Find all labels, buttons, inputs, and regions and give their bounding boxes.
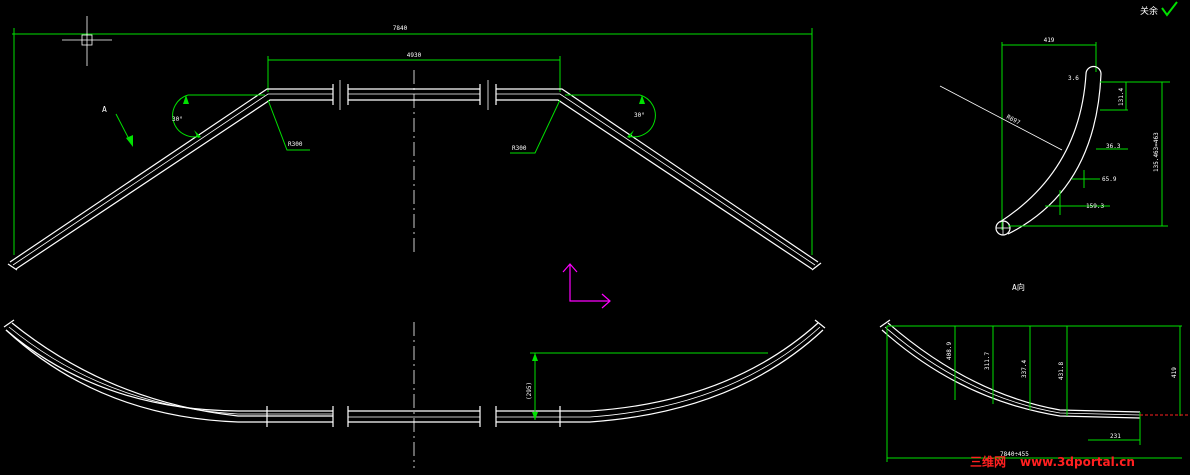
- dim-text-height: (295): [526, 382, 533, 400]
- bottom-view: (295): [3, 319, 826, 468]
- watermark-url: www.3dportal.cn: [1020, 455, 1135, 469]
- pipe-top-edge-right: [496, 88, 819, 263]
- dim-text-d4: 431.8: [1058, 362, 1065, 380]
- dim-text-d3: 337.4: [1021, 360, 1028, 378]
- ucs-axis-icon: [562, 263, 611, 309]
- radius-text-left: R300: [288, 141, 303, 148]
- dim-text-middle: 4930: [407, 52, 422, 59]
- angle-arc-left: [172, 94, 201, 138]
- dim-text-overall-height: 135.463=463: [1153, 132, 1160, 172]
- check-mark-icon: [1161, 1, 1178, 17]
- view-label-a: A向: [1012, 282, 1025, 292]
- angle-arc-right: [627, 94, 656, 138]
- pipe-bottom-edge-left: [15, 99, 333, 270]
- corner-annotation: 关余: [1140, 1, 1178, 17]
- dim-text-d2: 311.7: [984, 352, 991, 370]
- dim-text-v4: 65.9: [1102, 176, 1117, 183]
- dim-text-v5: 159.3: [1086, 203, 1104, 210]
- angle-text-right: 30°: [634, 112, 645, 119]
- pipe-top-edge-left: [9, 88, 333, 263]
- a-view: 408.9 311.7 337.4 431.8 419 231 7840÷455: [879, 319, 1190, 462]
- a-view-edge-top: [881, 329, 1141, 419]
- curve-edge-top-left: [5, 329, 333, 412]
- section-arc-inner: [1007, 73, 1102, 235]
- section-view: 419 R697 3.6 131.4 36.3 65.9 159.3 135.4…: [939, 37, 1170, 236]
- radius-text-right: R300: [512, 145, 527, 152]
- top-view: 7840 4930: [7, 16, 822, 271]
- corner-label: 关余: [1140, 5, 1158, 17]
- dim-text-width: 419: [1044, 37, 1055, 44]
- radius-leader-left: [267, 99, 310, 151]
- dim-text-bottom-small: 231: [1110, 433, 1121, 440]
- crosshair-cursor-icon: [62, 16, 112, 66]
- watermark-brand: 三维网: [970, 454, 1006, 469]
- radius-leader-section: [939, 85, 1063, 151]
- view-arrow-label: A: [102, 105, 107, 114]
- dim-text-bottom-total: 7840÷455: [1000, 451, 1029, 458]
- dim-text-v1: 3.6: [1068, 75, 1079, 82]
- dim-text-v3: 36.3: [1106, 143, 1121, 150]
- curve-edge-top-right: [496, 322, 819, 412]
- angle-text-left: 30°: [172, 116, 183, 123]
- dim-text-d1: 408.9: [946, 342, 953, 360]
- section-arc-outer: [999, 73, 1087, 223]
- dim-text-d5: 419: [1171, 367, 1178, 378]
- dim-text-overall: 7840: [393, 25, 408, 32]
- watermark: 三维网 www.3dportal.cn: [970, 454, 1135, 469]
- radius-leader-right: [510, 99, 561, 154]
- dim-text-v2: 131.4: [1118, 88, 1125, 106]
- pipe-bottom-edge-right: [496, 99, 813, 270]
